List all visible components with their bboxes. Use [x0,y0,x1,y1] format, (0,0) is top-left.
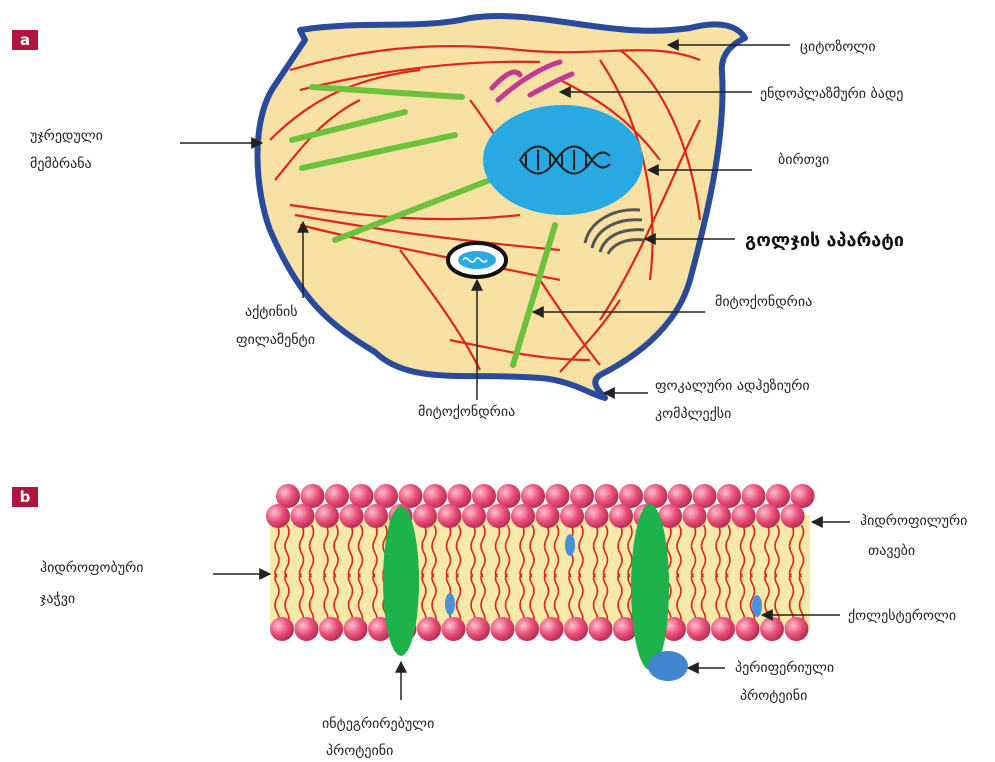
label-actin-line2: ფილამენტი [236,332,315,348]
label-cytosol: ციტოზოლი [800,39,876,55]
hydrophilic-head [683,504,707,528]
hydrophilic-head [732,504,756,528]
peripheral-protein [648,651,688,681]
hydrophilic-head [564,617,588,641]
panel-b: b ჰიდროფობური ჯაჭვი ჰიდროფილური თავები ქ… [12,484,967,759]
label-hydrophobic-line2: ჯაჭვი [40,591,75,607]
hydrophilic-head [462,504,486,528]
hydrophilic-head [442,617,466,641]
label-actin-line1: აქტინის [245,304,298,320]
hydrophilic-head [340,504,364,528]
hydrophilic-head [487,504,511,528]
hydrophilic-head [319,617,343,641]
hydrophilic-head [438,504,462,528]
label-golgi: გოლჯის აპარატი [745,230,904,251]
hydrophilic-head [540,617,564,641]
hydrophilic-head [781,504,805,528]
label-microtubule: მიტოქონდრია [715,293,812,310]
label-focal-line2: კომპლექსი [655,406,731,422]
panel-b-letter: b [20,488,31,506]
hydrophilic-head [707,504,731,528]
hydrophilic-head [687,617,711,641]
label-membrane-line2: მემბრანა [30,155,92,172]
label-hydrophobic-line1: ჰიდროფობური [40,559,143,576]
integral-protein-right [631,504,669,670]
hydrophilic-head [315,504,339,528]
hydrophilic-head [291,504,315,528]
label-er: ენდოპლაზმური ბადე [760,85,903,102]
label-hydrophilic-line2: თავები [868,543,915,559]
hydrophilic-head [270,617,294,641]
hydrophilic-head [344,617,368,641]
hydrophilic-head [560,504,584,528]
panel-a-letter: a [20,31,30,49]
label-peripheral-line2: პროტეინი [740,687,807,704]
label-hydrophilic-line1: ჰიდროფილური [860,512,967,529]
label-peripheral-line1: პერიფერიული [735,659,834,676]
hydrophilic-head [585,504,609,528]
label-nucleus: ბირთვი [778,151,829,168]
hydrophilic-head [511,504,535,528]
cell-body [258,16,746,398]
hydrophilic-head [295,617,319,641]
cholesterol-3 [752,595,762,617]
label-integral-line1: ინტეგრირებული [322,715,434,732]
integral-protein-left [383,506,419,656]
label-focal-line1: ფოკალური ადჰეზიური [655,377,810,394]
cholesterol-1 [565,534,575,556]
label-mitochondrion: მიტოქონდრია [418,403,515,420]
hydrophilic-head [711,617,735,641]
hydrophilic-head [413,504,437,528]
label-integral-line2: პროტეინი [326,742,393,759]
hydrophilic-head [417,617,441,641]
hydrophilic-head [736,617,760,641]
hydrophilic-head [515,617,539,641]
label-cholesterol: ქოლესტეროლი [848,607,956,624]
hydrophilic-head [589,617,613,641]
cholesterol-2 [445,593,455,615]
hydrophilic-head [785,617,809,641]
bilayer-core [270,515,810,628]
hydrophilic-head [364,504,388,528]
hydrophilic-head [266,504,290,528]
panel-a: a [12,16,904,422]
label-membrane-line1: უჯრედული [30,127,103,144]
hydrophilic-head [760,617,784,641]
hydrophilic-head [491,617,515,641]
hydrophilic-head [536,504,560,528]
hydrophilic-head [756,504,780,528]
hydrophilic-head [466,617,490,641]
hydrophilic-head [609,504,633,528]
